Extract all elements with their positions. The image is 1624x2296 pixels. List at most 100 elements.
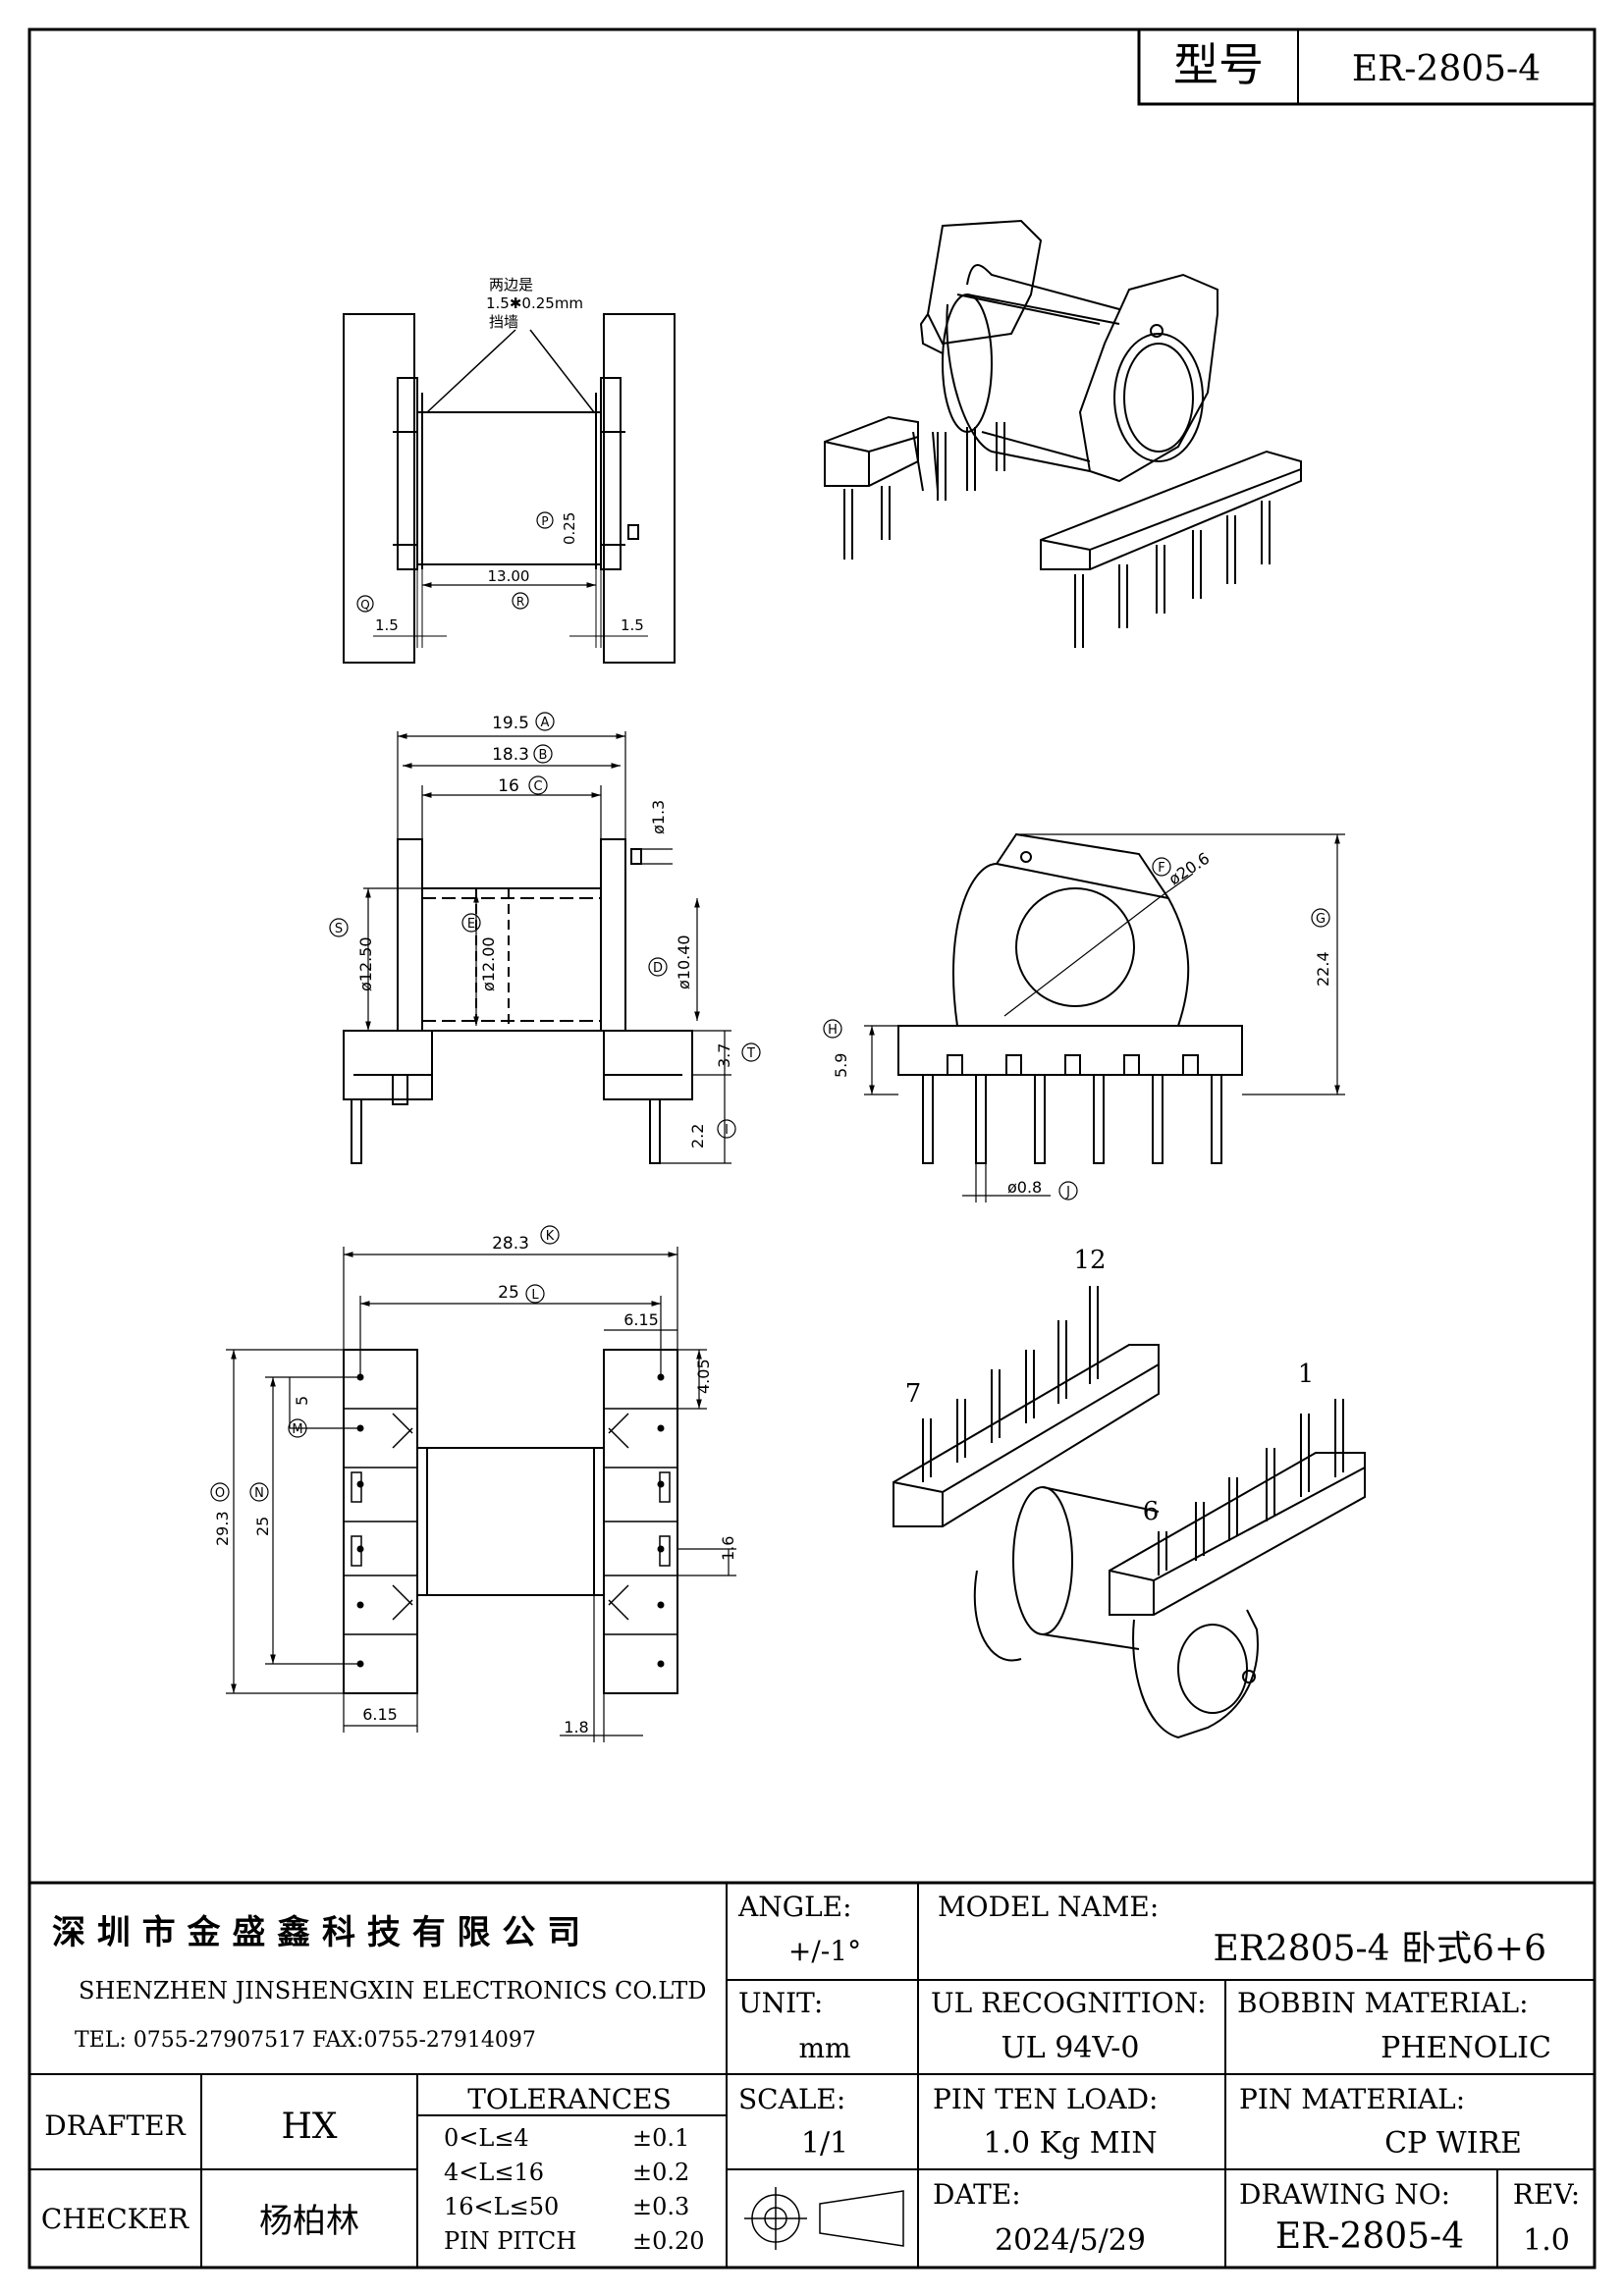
dim-o-tag: O xyxy=(215,1486,225,1501)
dim-a-value: 19.5 xyxy=(492,714,529,733)
dim-e-value: ø12.00 xyxy=(479,936,498,991)
dim-j-value: ø0.8 xyxy=(1007,1178,1042,1197)
pin-6-label: 6 xyxy=(1143,1497,1160,1526)
wall-note-line1: 两边是 xyxy=(489,276,533,294)
side-view xyxy=(343,731,731,1164)
dim-16: 1.6 xyxy=(719,1536,737,1561)
pin-load-label: PIN TEN LOAD: xyxy=(933,2083,1158,2115)
dim-p-tag: P xyxy=(541,514,548,528)
date-value: 2024/5/29 xyxy=(995,2223,1146,2258)
drawing-border xyxy=(27,27,1597,2269)
dim-s-tag: S xyxy=(335,922,343,936)
dim-d-tag: D xyxy=(653,961,663,976)
company-contact: TEL: 0755-27907517 FAX:0755-27914097 xyxy=(75,2028,536,2053)
projection-symbol xyxy=(744,2187,904,2250)
unit-value: mm xyxy=(798,2032,850,2064)
checker-label: CHECKER xyxy=(41,2203,189,2235)
title-block-grid xyxy=(29,1881,1595,2268)
company-name-cn: 深 圳 市 金 盛 鑫 科 技 有 限 公 司 xyxy=(52,1913,580,1952)
model-label: 型号 xyxy=(1173,38,1264,91)
dim-b-tag: B xyxy=(539,748,548,763)
checker-value: 杨柏林 xyxy=(259,2202,359,2241)
dim-m-tag: M xyxy=(292,1422,302,1437)
unit-label: UNIT: xyxy=(738,1987,823,2019)
dim-615-top: 6.15 xyxy=(623,1310,659,1329)
pin-load-value: 1.0 Kg MIN xyxy=(983,2126,1157,2161)
company-name-en: SHENZHEN JINSHENGXIN ELECTRONICS CO.LTD xyxy=(79,1977,707,2004)
dim-i-tag: I xyxy=(725,1123,729,1138)
pin-1-label: 1 xyxy=(1298,1360,1315,1389)
dim-c-tag: C xyxy=(533,779,542,794)
dim-r-value: 13.00 xyxy=(488,567,530,585)
dim-405: 4.05 xyxy=(694,1359,713,1394)
dim-c-value: 16 xyxy=(498,776,519,796)
dim-n-value: 25 xyxy=(253,1517,272,1536)
tol-range-2: 4<L≤16 xyxy=(444,2159,544,2186)
tol-range-1: 0<L≤4 xyxy=(444,2124,529,2152)
dim-a-tag: A xyxy=(541,716,550,730)
wall-note-line3: 挡墙 xyxy=(489,313,518,331)
model-value: ER-2805-4 xyxy=(1352,49,1541,89)
top-view-annotations: 两边是 1.5✱0.25mm 挡墙 0.25 P 13.00 R Q 1.5 1… xyxy=(356,276,644,634)
pin-7-label: 7 xyxy=(905,1379,922,1409)
drawing-no-value: ER-2805-4 xyxy=(1275,2216,1464,2257)
dim-k-value: 28.3 xyxy=(492,1234,529,1254)
dim-right-width: 1.5 xyxy=(621,616,644,634)
drafter-label: DRAFTER xyxy=(44,2109,186,2142)
ul-value: UL 94V-0 xyxy=(1001,2031,1139,2065)
scale-label: SCALE: xyxy=(738,2083,845,2115)
dim-f-tag: F xyxy=(1158,861,1164,876)
side-view-annotations: 19.5 A 18.3 B 16 C ø1.3 ø12.50 S ø12.00 … xyxy=(329,712,761,1148)
isometric-top-view xyxy=(824,219,1302,648)
dim-t-tag: T xyxy=(746,1046,755,1061)
dim-t-value: 3.7 xyxy=(715,1043,733,1068)
front-view xyxy=(864,832,1345,1202)
pin-material-value: CP WIRE xyxy=(1384,2126,1522,2161)
tol-value-4: ±0.20 xyxy=(632,2227,705,2255)
title-block: 深 圳 市 金 盛 鑫 科 技 有 限 公 司 SHENZHEN JINSHEN… xyxy=(41,1891,1580,2258)
tol-value-3: ±0.3 xyxy=(632,2193,689,2220)
bobbin-material-label: BOBBIN MATERIAL: xyxy=(1237,1987,1529,2019)
dim-s-value: ø12.50 xyxy=(356,936,375,991)
bottom-view-annotations: 28.3 K 25 L 6.15 4.05 5 M 29.3 O 25 N 1.… xyxy=(210,1225,737,1736)
dim-j-tag: J xyxy=(1065,1185,1070,1200)
pin-material-label: PIN MATERIAL: xyxy=(1239,2083,1465,2115)
isometric-bottom-annotations: 12 7 1 6 xyxy=(905,1246,1315,1526)
dim-k-tag: K xyxy=(546,1229,555,1244)
dim-h-tag: H xyxy=(828,1023,838,1038)
tol-value-2: ±0.2 xyxy=(632,2159,689,2186)
model-name-value: ER2805-4 卧式6+6 xyxy=(1214,1929,1547,1969)
front-view-annotations: F ø20.6 G 22.4 H 5.9 ø0.8 J xyxy=(823,849,1332,1201)
scale-value: 1/1 xyxy=(801,2126,848,2161)
model-name-label: MODEL NAME: xyxy=(938,1891,1159,1923)
dim-f-value: ø20.6 xyxy=(1165,849,1213,889)
drawing-no-label: DRAWING NO: xyxy=(1239,2178,1450,2211)
tol-range-4: PIN PITCH xyxy=(444,2227,576,2255)
rev-label: REV: xyxy=(1513,2178,1580,2211)
header-model-box: 型号 ER-2805-4 xyxy=(1137,27,1597,106)
date-label: DATE: xyxy=(933,2178,1021,2211)
tol-range-3: 16<L≤50 xyxy=(444,2193,559,2220)
ul-label: UL RECOGNITION: xyxy=(931,1987,1207,2019)
dim-e-tag: E xyxy=(467,917,475,932)
bottom-view xyxy=(226,1247,736,1742)
dim-i-value: 2.2 xyxy=(688,1124,707,1148)
dim-pin-diameter: ø1.3 xyxy=(649,800,668,834)
dim-p-value: 0.25 xyxy=(561,512,578,545)
dim-d-value: ø10.40 xyxy=(675,934,693,989)
angle-label: ANGLE: xyxy=(737,1891,852,1923)
dim-g-tag: G xyxy=(1316,912,1326,927)
dim-b-value: 18.3 xyxy=(492,745,529,765)
isometric-bottom-view xyxy=(893,1286,1366,1739)
dim-left-width: 1.5 xyxy=(375,616,399,634)
tol-value-1: ±0.1 xyxy=(632,2124,689,2152)
dim-r-tag: R xyxy=(516,595,524,609)
top-view xyxy=(343,313,676,664)
dim-l-value: 25 xyxy=(498,1283,519,1303)
dim-q-tag: Q xyxy=(360,598,369,612)
dim-18: 1.8 xyxy=(564,1718,588,1736)
dim-l-tag: L xyxy=(531,1288,539,1303)
bobbin-material-value: PHENOLIC xyxy=(1380,2031,1551,2065)
rev-value: 1.0 xyxy=(1523,2223,1570,2258)
